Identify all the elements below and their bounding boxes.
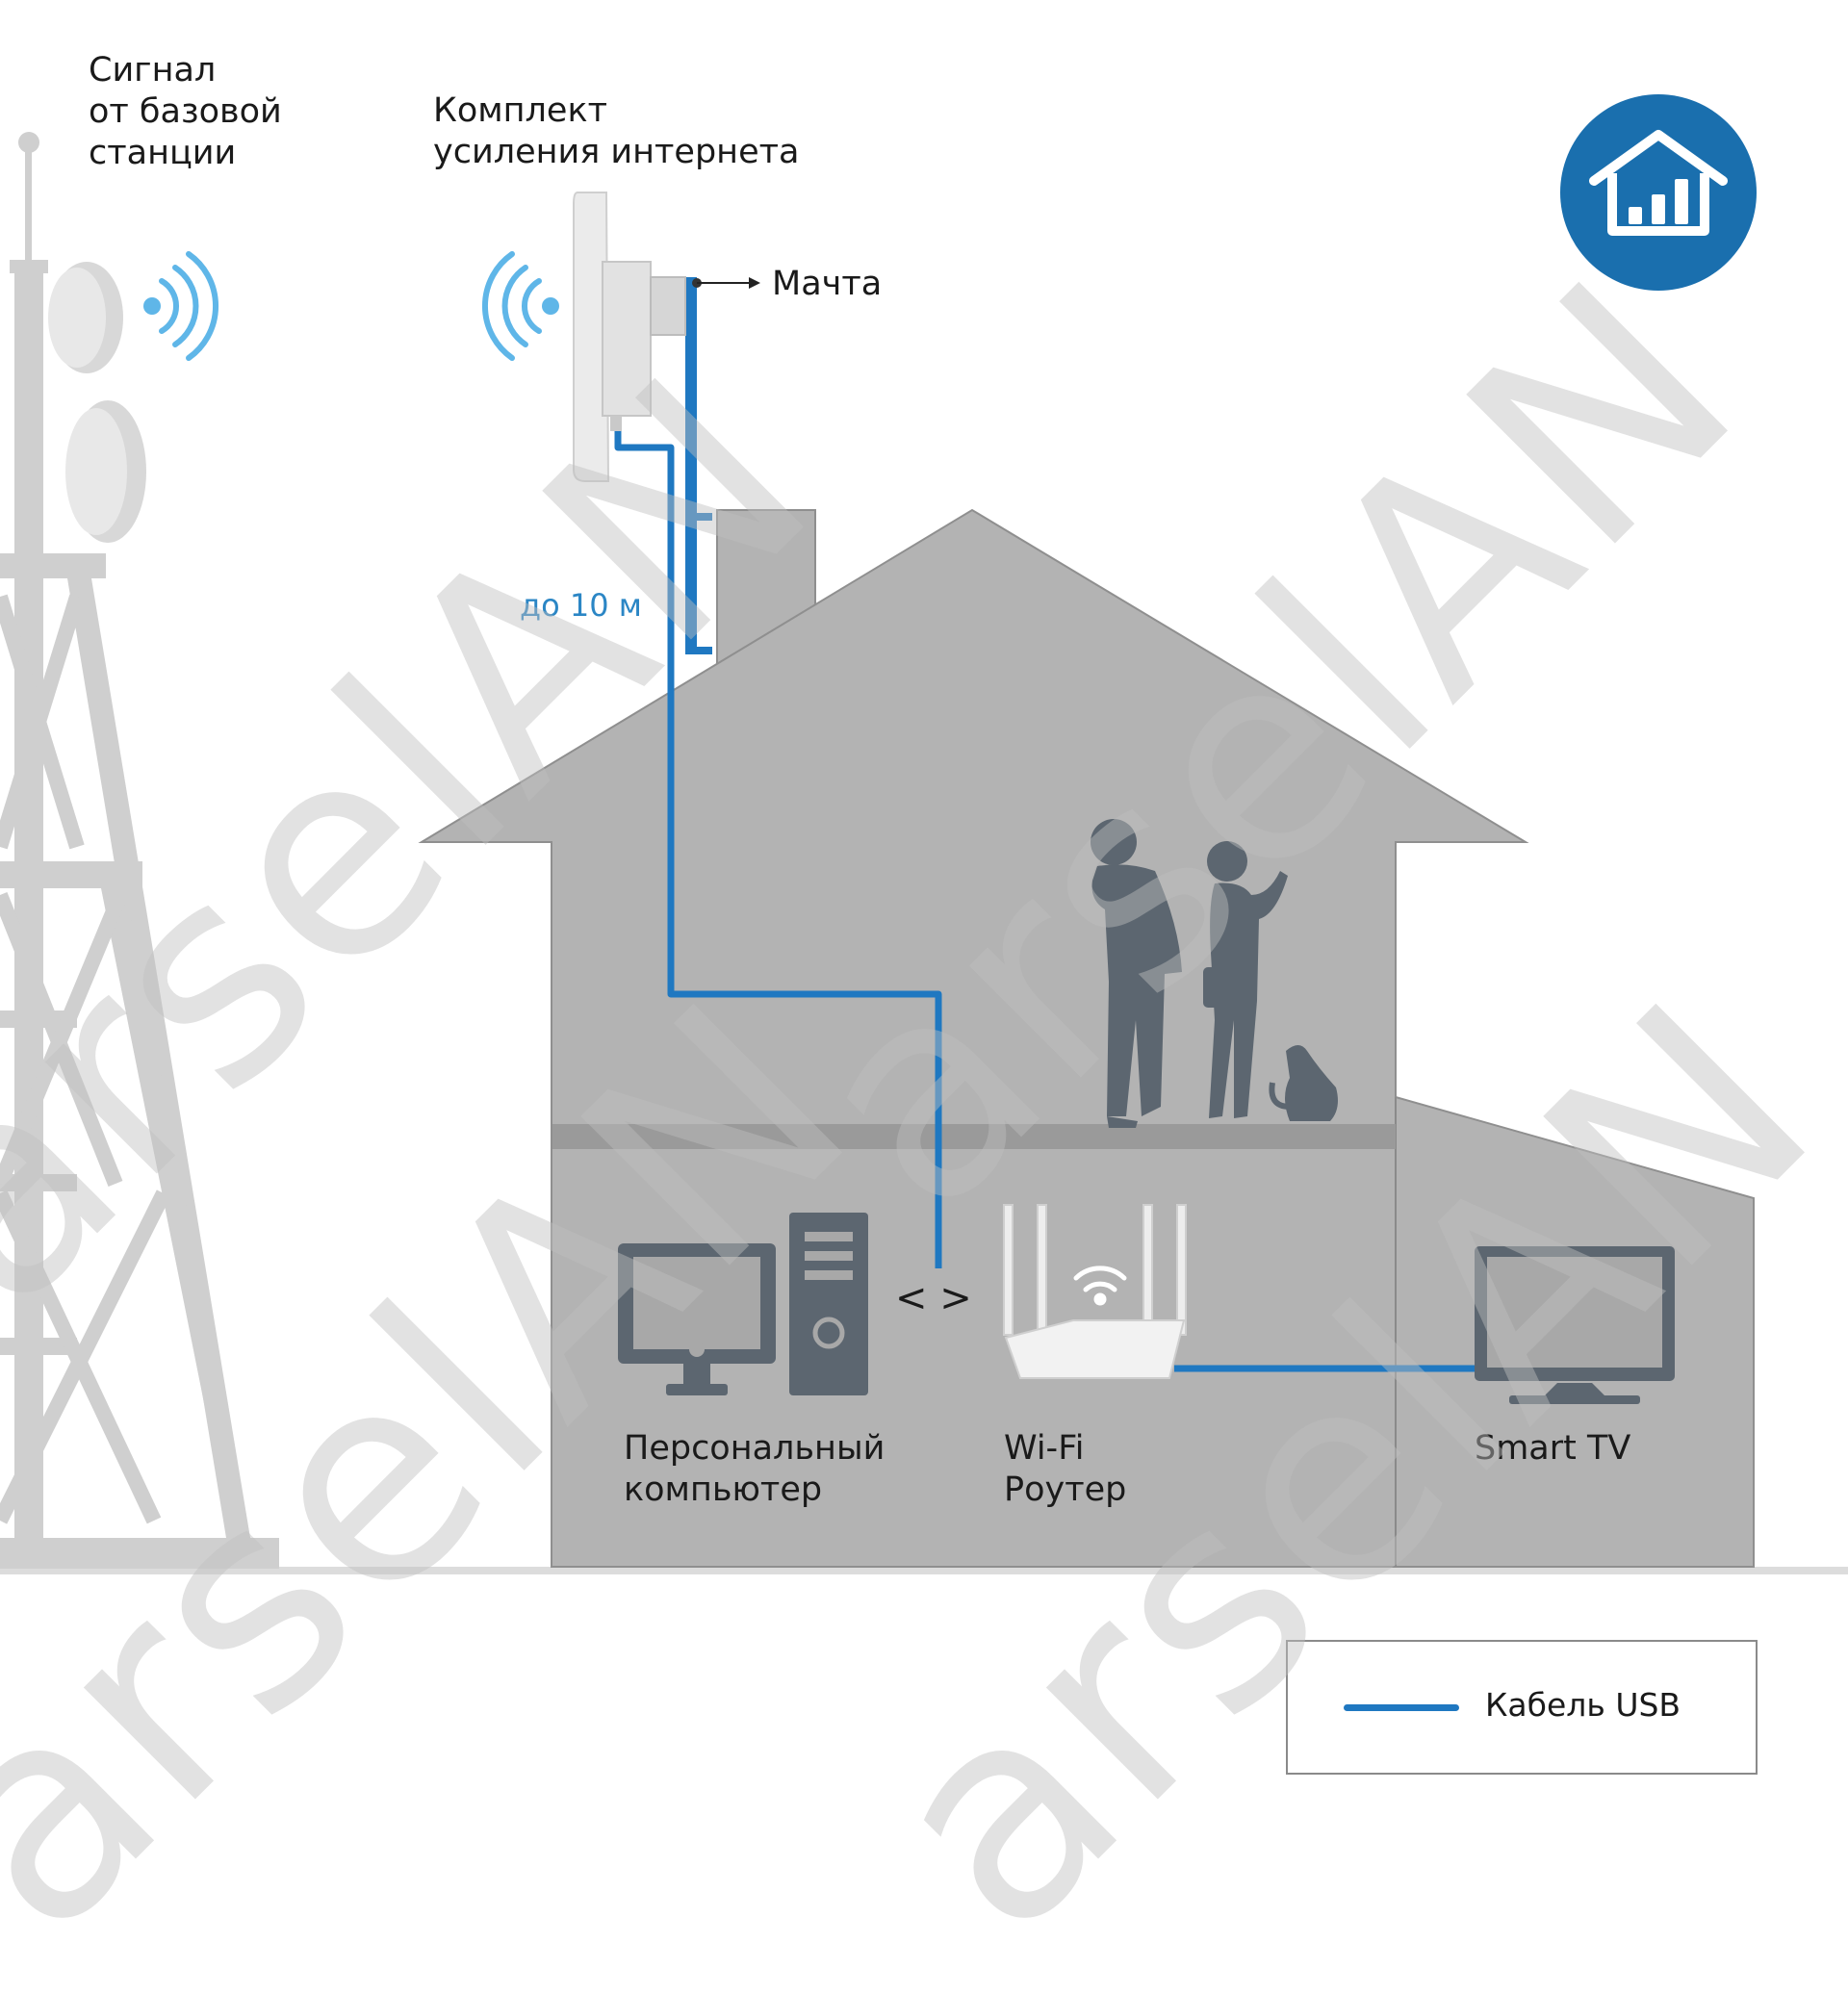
pc-icon: [618, 1213, 868, 1395]
cell-tower: [0, 132, 279, 1569]
wifi-icon: [1073, 1266, 1127, 1306]
mast-label: Мачта: [772, 265, 883, 303]
home-signal-icon: [1560, 94, 1757, 291]
ground-line: [0, 1567, 1848, 1574]
antenna-waves-icon: [143, 251, 218, 361]
panel-antenna: [573, 192, 686, 482]
signal-label: Сигнал от базовой станции: [89, 51, 282, 172]
pc-label: Персональный компьютер: [624, 1429, 886, 1509]
receiver-waves-icon: [482, 251, 559, 361]
tv-icon: [1475, 1246, 1675, 1404]
legend-cable-label: Кабель USB: [1485, 1686, 1681, 1724]
legend-cable-swatch: [1344, 1704, 1459, 1711]
network-diagram: [0, 94, 1848, 1574]
legend: Кабель USB: [1286, 1640, 1758, 1775]
house: [418, 508, 1755, 1568]
usb-cable: [614, 431, 1475, 1372]
kit-label: Комплект усиления интернета: [433, 91, 800, 171]
tv-label: Smart TV: [1475, 1429, 1631, 1468]
distance-label: до 10 м: [520, 587, 642, 624]
wifi-router-icon: [1003, 1204, 1187, 1379]
router-label: Wi-Fi Роутер: [1004, 1429, 1127, 1509]
connector-arrows: < >: [895, 1276, 972, 1320]
people-silhouettes: [1091, 819, 1338, 1128]
mast: [685, 277, 760, 654]
